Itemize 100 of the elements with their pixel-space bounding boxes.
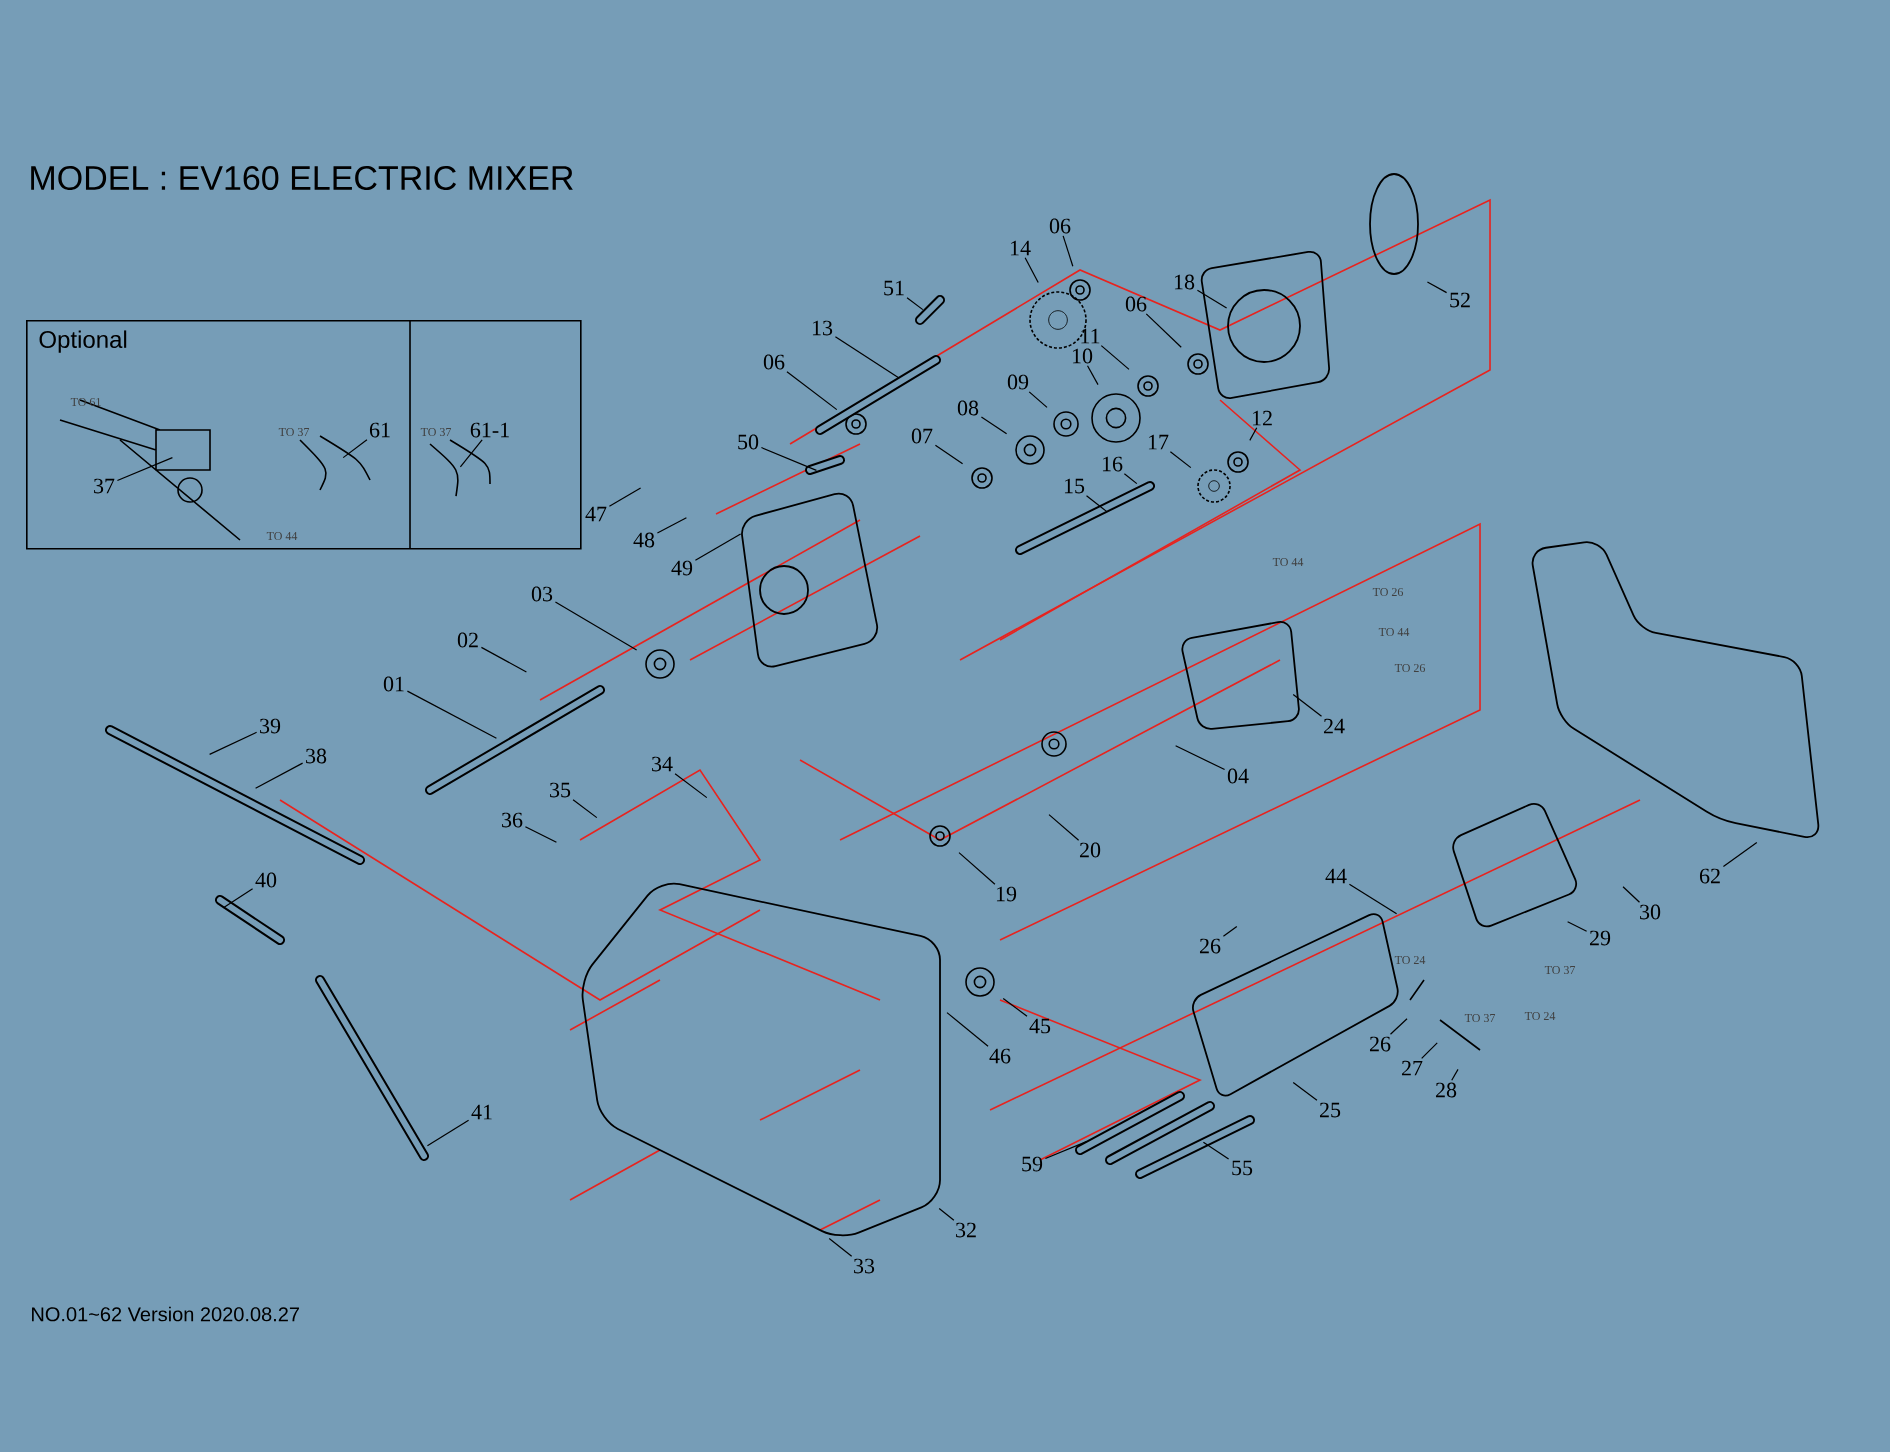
leader-line — [1028, 391, 1048, 408]
callout-number: 46 — [989, 1048, 1011, 1064]
callout-number: 29 — [1590, 930, 1611, 946]
callout-number: 02 — [457, 632, 478, 648]
leader-line — [1048, 814, 1080, 841]
callout-number: 41 — [471, 1104, 492, 1120]
leader-line — [938, 1207, 955, 1221]
leader-line — [1426, 281, 1448, 294]
leader-line — [116, 457, 173, 482]
leader-line — [480, 646, 527, 673]
leader-line — [1100, 345, 1130, 370]
callout-number: 06 — [1049, 218, 1071, 234]
callout-number: 09 — [1007, 374, 1029, 390]
callout-number: 26 — [1200, 938, 1221, 954]
leader-line — [958, 852, 996, 885]
leader-line — [980, 416, 1008, 435]
leader-line — [1123, 473, 1138, 485]
leader-line — [1086, 365, 1099, 386]
leader-line — [1175, 745, 1226, 771]
callout-number: 13 — [812, 320, 833, 336]
leader-line — [1389, 1018, 1408, 1035]
leader-line — [1292, 1081, 1318, 1101]
leader-line — [1292, 693, 1323, 717]
leader-line — [674, 773, 708, 799]
callout-number: 26 — [1370, 1036, 1391, 1052]
callout-number: 24 — [1324, 718, 1345, 734]
leader-line — [459, 439, 483, 468]
callout-number: 08 — [957, 400, 979, 416]
callout-number: 27 — [1402, 1060, 1423, 1076]
caption: NO.01~62 Version 2020.08.27 — [32, 1306, 299, 1322]
leader-line — [1085, 495, 1108, 513]
leader-line — [694, 533, 742, 561]
callout-number: 50 — [738, 434, 759, 450]
leader-line — [255, 762, 304, 789]
callout-number: 55 — [1232, 1160, 1253, 1176]
callout-number: 45 — [1029, 1018, 1051, 1034]
leader-line — [760, 446, 817, 471]
leader-line — [834, 336, 900, 379]
callout-number: 39 — [260, 718, 281, 734]
callout-number: 11 — [1081, 328, 1100, 344]
leader-line — [946, 1012, 989, 1047]
leader-line — [426, 1119, 470, 1147]
callout-number: 19 — [996, 886, 1017, 902]
callout-number: 16 — [1102, 456, 1123, 472]
leader-line — [828, 1237, 853, 1257]
callout-number: 14 — [1010, 240, 1031, 256]
leader-line — [1421, 1042, 1438, 1059]
callout-number: 40 — [255, 872, 277, 888]
leader-line — [608, 487, 642, 507]
leader-line — [554, 601, 638, 651]
leader-line — [406, 690, 497, 739]
leader-line — [1202, 1141, 1230, 1160]
callout-number: 06 — [1125, 296, 1147, 312]
callout-number: 61-1 — [470, 422, 509, 438]
leader-line — [1567, 921, 1588, 932]
leader-line — [222, 888, 254, 909]
callout-number: 47 — [585, 506, 607, 522]
callout-number: 33 — [854, 1258, 875, 1274]
callout-number: 12 — [1252, 410, 1272, 426]
leader-line — [1451, 1068, 1459, 1081]
leader-line — [572, 799, 598, 819]
leader-line — [656, 517, 687, 534]
callout-number: 07 — [911, 428, 933, 444]
callout-number: 49 — [671, 560, 693, 576]
callout-number: 03 — [531, 586, 553, 602]
title: MODEL : EV160 ELECTRIC MIXER — [31, 165, 573, 191]
leader-line — [1002, 997, 1028, 1017]
callout-number: 61 — [369, 422, 390, 438]
callout-number: 62 — [1699, 868, 1720, 884]
callout-number: 32 — [956, 1222, 976, 1238]
callout-number: 01 — [383, 676, 404, 692]
callout-number: 36 — [502, 812, 523, 828]
leader-line — [1622, 886, 1641, 903]
callout-number: 17 — [1148, 434, 1169, 450]
callout-number: 28 — [1436, 1082, 1457, 1098]
callout-number: 06 — [763, 354, 785, 370]
leader-line — [1348, 883, 1398, 915]
callout-number: 52 — [1450, 292, 1470, 308]
leader-line — [524, 826, 557, 843]
callout-number: 59 — [1022, 1156, 1043, 1172]
leader-line — [786, 371, 838, 411]
leader-line — [209, 731, 258, 755]
leader-line — [1722, 841, 1758, 867]
leader-line — [1145, 313, 1182, 348]
leader-line — [906, 297, 924, 311]
callout-number: 04 — [1227, 768, 1249, 784]
leader-line — [1044, 1141, 1087, 1160]
callout-number: 30 — [1640, 904, 1661, 920]
callout-number: 25 — [1320, 1102, 1341, 1118]
leader-line — [1249, 427, 1258, 441]
callout-number: 48 — [633, 532, 655, 548]
callout-number: 15 — [1064, 478, 1085, 494]
callout-number: 37 — [94, 478, 115, 494]
leader-line — [1024, 257, 1039, 283]
callout-number: 44 — [1325, 868, 1347, 884]
callout-number: 34 — [652, 756, 673, 772]
leader-line — [1196, 289, 1228, 309]
callout-number: 38 — [306, 748, 327, 764]
leader-line — [1169, 451, 1192, 469]
leader-line — [1062, 235, 1074, 267]
